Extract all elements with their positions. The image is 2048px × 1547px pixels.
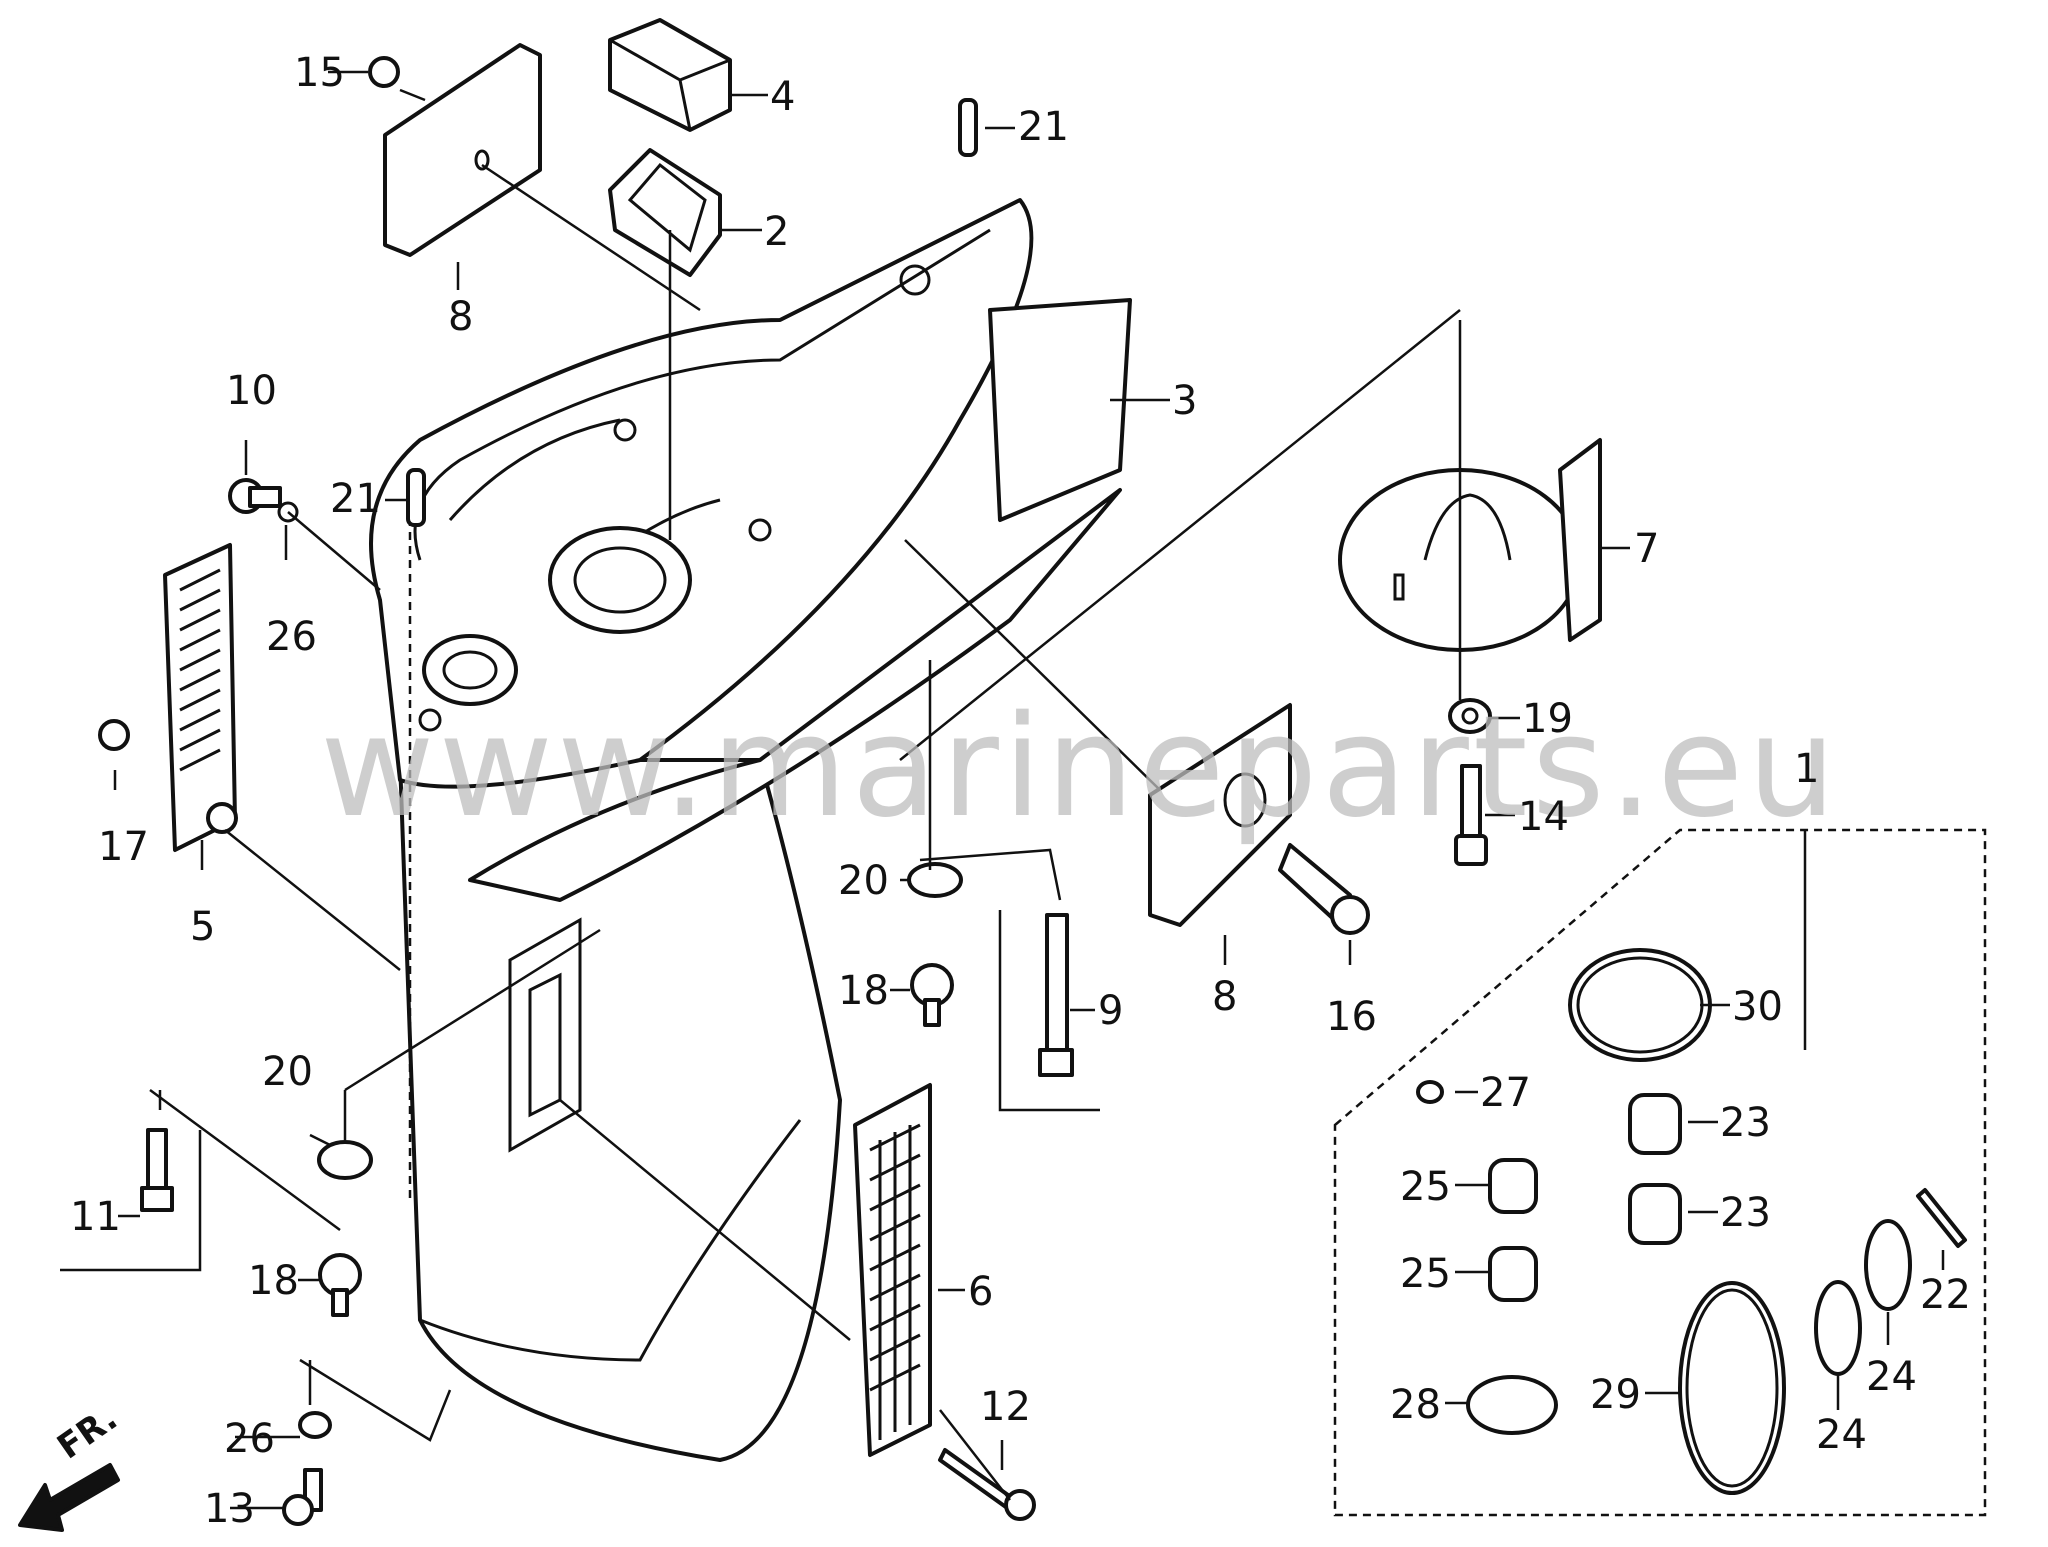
gear-case-housing [369,198,1132,1462]
callout-28: 28 [1390,1382,1441,1428]
callout-3: 3 [1172,378,1197,424]
callout-26-top: 26 [266,614,317,660]
callout-21-left: 21 [330,476,381,522]
callout-24-right: 24 [1866,1354,1917,1400]
front-direction-label: FR. [50,1398,125,1467]
callout-15: 15 [294,50,345,96]
callout-2: 2 [764,209,789,255]
callout-4: 4 [770,74,795,120]
callout-23-top: 23 [1720,1100,1771,1146]
part-shapes [18,18,1967,1532]
callout-23-bottom: 23 [1720,1190,1771,1236]
callout-29: 29 [1590,1372,1641,1418]
callout-20-right: 20 [838,858,889,904]
callout-18-right: 18 [838,968,889,1014]
callout-20-left: 20 [262,1049,313,1095]
callout-18-left: 18 [248,1258,299,1304]
callout-16: 16 [1326,994,1377,1040]
callout-26-bottom: 26 [224,1416,275,1462]
watermark-text: www.marineparts.eu [320,686,1840,849]
callout-25-bottom: 25 [1400,1251,1451,1297]
callout-14: 14 [1518,794,1569,840]
leader-lines [60,70,1987,1517]
callout-10: 10 [226,368,277,414]
callout-30: 30 [1732,984,1783,1030]
callout-22: 22 [1920,1272,1971,1318]
callout-24-left: 24 [1816,1412,1867,1458]
callout-9: 9 [1098,988,1123,1034]
callout-11: 11 [70,1194,121,1240]
callout-21-top: 21 [1018,104,1069,150]
callout-5: 5 [190,904,215,950]
callout-6: 6 [968,1269,993,1315]
callout-12: 12 [980,1384,1031,1430]
callout-8-top: 8 [448,294,473,340]
callout-13: 13 [204,1486,255,1532]
callout-27: 27 [1480,1070,1531,1116]
callout-17: 17 [98,824,149,870]
callout-labels: 15 4 2 8 21 3 10 21 26 7 19 17 14 1 5 20… [70,50,1971,1532]
callout-7: 7 [1634,526,1659,572]
callout-1: 1 [1794,746,1819,792]
callout-25-top: 25 [1400,1164,1451,1210]
callout-8-side: 8 [1212,974,1237,1020]
callout-19: 19 [1522,696,1573,742]
